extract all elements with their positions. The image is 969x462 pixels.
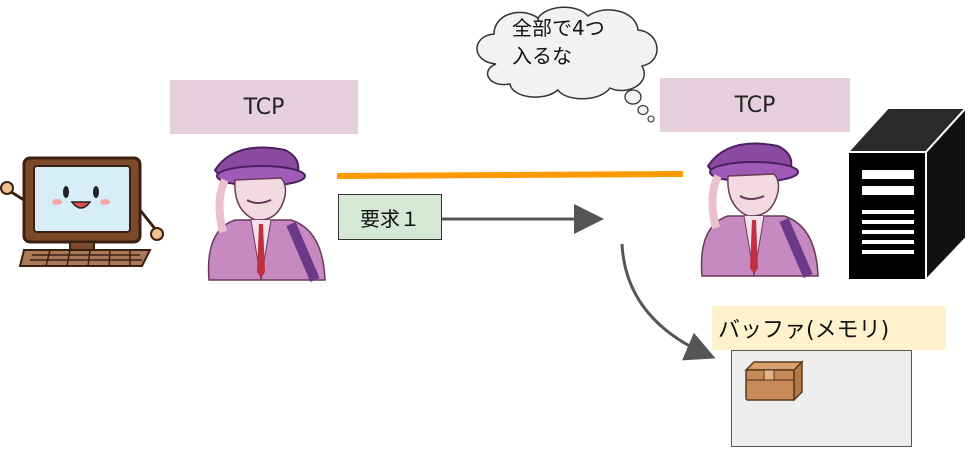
thought-line-1: 全部で4つ (512, 16, 605, 40)
client-tcp-label: TCP (170, 80, 358, 134)
client-tcp-character-icon (207, 146, 326, 282)
cardboard-box-icon (744, 360, 804, 402)
thought-bubble-text: 全部で4つ 入るな (512, 14, 642, 70)
buffer-label: バッファ(メモリ) (712, 306, 946, 350)
thought-line-2: 入るな (512, 44, 572, 68)
thought-bubble-icon (476, 6, 658, 123)
pc-character-icon (0, 156, 164, 267)
server-tcp-character-icon (700, 142, 819, 278)
request-label: 要求１ (338, 194, 442, 240)
server-tcp-label: TCP (660, 78, 850, 132)
server-tower-icon (845, 105, 969, 283)
